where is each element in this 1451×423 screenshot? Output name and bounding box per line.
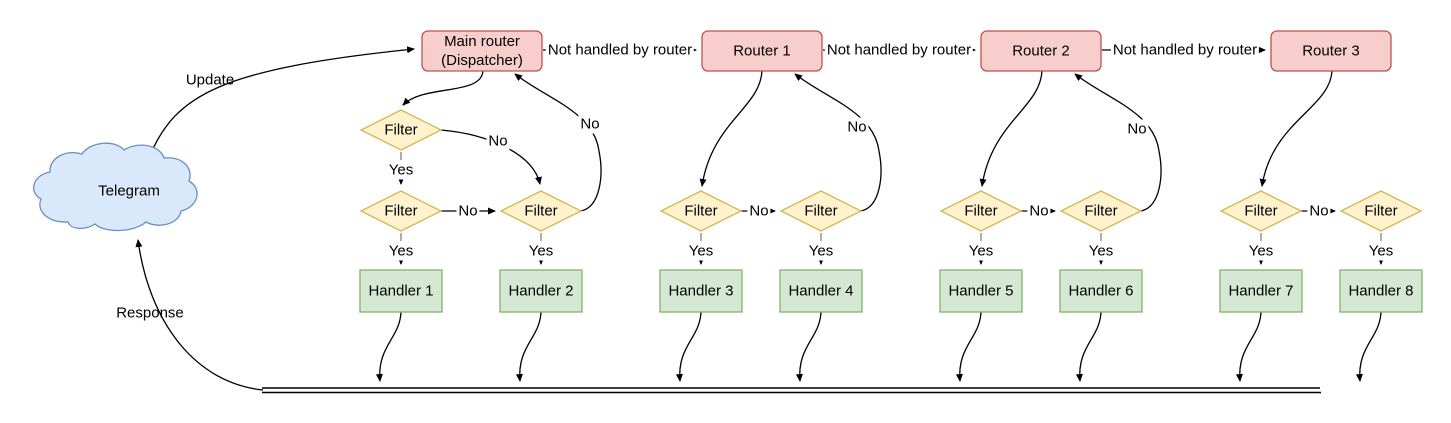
edge-handler3-to-line	[675, 311, 702, 382]
router-3-node	[1270, 30, 1392, 72]
edge-label-no: No	[578, 114, 602, 134]
handler-5-node	[939, 269, 1023, 313]
edge-router2-to-filter	[979, 70, 1043, 187]
filter-diamond-r3-left	[1219, 190, 1303, 232]
filter-diamond-main-left	[359, 190, 443, 232]
edge-update	[149, 46, 415, 156]
edge-label-response: Response	[116, 304, 184, 322]
edge-handler8-to-line	[1355, 311, 1382, 382]
edge-main-router-to-filter	[402, 70, 484, 106]
handler-2-node	[499, 269, 583, 313]
filter-diamond-r1-left	[659, 190, 743, 232]
filter-diamond-r1-right	[779, 190, 863, 232]
router-1-node	[701, 30, 823, 72]
edge-router1-to-filter	[699, 70, 763, 187]
main-router-node	[421, 30, 543, 72]
edge-label-not-handled-1: Not handled by router	[545, 40, 695, 60]
handler-4-node	[779, 269, 863, 313]
edge-handler7-to-line	[1235, 311, 1262, 382]
handler-3-node	[659, 269, 743, 313]
edge-label-yes: Yes	[1086, 241, 1116, 261]
edge-handler5-to-line	[955, 311, 982, 382]
filter-diamond-r3-right	[1339, 190, 1423, 232]
edge-label-yes: Yes	[966, 241, 996, 261]
edge-handler1-to-line	[375, 311, 402, 382]
edge-label-no: No	[747, 201, 771, 221]
handler-6-node	[1059, 269, 1143, 313]
edge-label-no: No	[456, 201, 480, 221]
edge-label-yes: Yes	[1366, 241, 1396, 261]
edge-handler2-to-line	[515, 311, 542, 382]
handler-1-node	[359, 269, 443, 313]
handler-8-node	[1339, 269, 1423, 313]
router-2-node	[980, 30, 1102, 72]
edge-router3-to-filter	[1259, 70, 1333, 187]
edge-label-yes: Yes	[686, 241, 716, 261]
edge-response	[135, 239, 264, 391]
edge-label-no: No	[1027, 201, 1051, 221]
edge-label-yes: Yes	[806, 241, 836, 261]
telegram-cloud	[33, 142, 198, 232]
edge-no-return-router1	[794, 73, 882, 212]
edge-label-no: No	[486, 131, 510, 151]
edge-label-no: No	[1307, 201, 1331, 221]
filter-diamond-r2-left	[939, 190, 1023, 232]
filter-diamond-main-top	[359, 109, 443, 151]
edge-label-not-handled-2: Not handled by router	[824, 40, 974, 60]
edge-handler4-to-line	[795, 311, 822, 382]
edge-label-yes: Yes	[1246, 241, 1276, 261]
edge-no-return-router2	[1074, 73, 1162, 212]
edge-label-no: No	[1125, 119, 1149, 139]
edge-label-update: Update	[185, 71, 235, 89]
edge-label-yes: Yes	[386, 160, 416, 180]
edge-handler6-to-line	[1075, 311, 1102, 382]
edge-label-not-handled-3: Not handled by router	[1110, 40, 1260, 60]
filter-diamond-r2-right	[1059, 190, 1143, 232]
edge-label-yes: Yes	[526, 241, 556, 261]
filter-diamond-main-right	[499, 190, 583, 232]
handler-7-node	[1219, 269, 1303, 313]
edge-no-return-main	[514, 73, 602, 212]
edge-label-no: No	[845, 117, 869, 137]
edge-label-yes: Yes	[386, 241, 416, 261]
